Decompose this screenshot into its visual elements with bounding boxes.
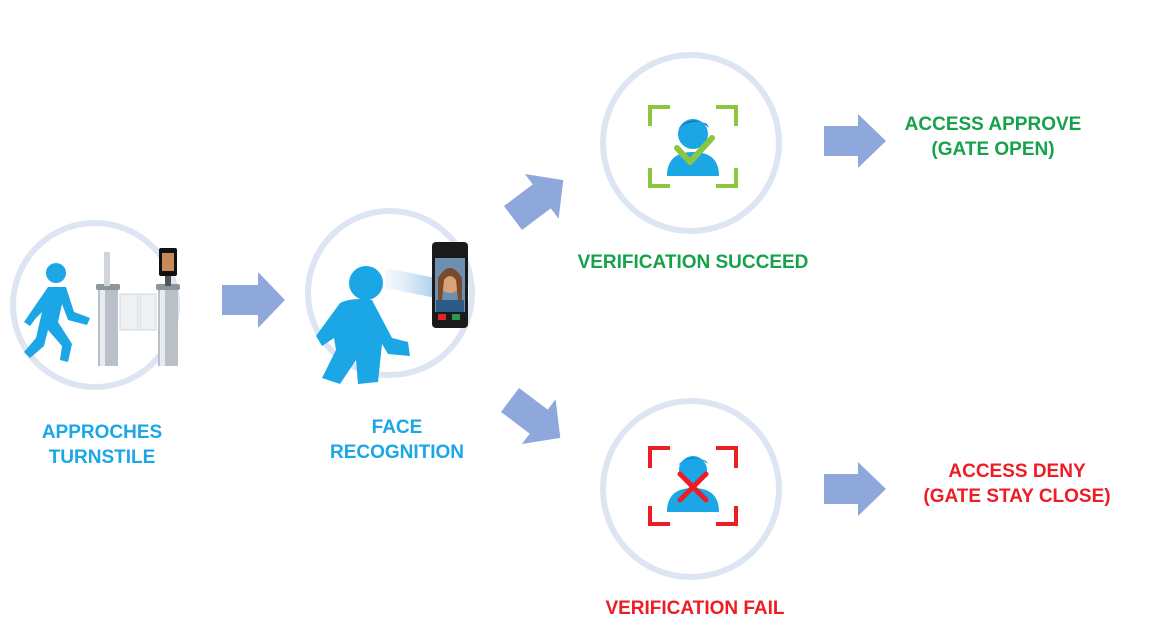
deny-line1: ACCESS DENY <box>948 461 1086 482</box>
arrow-approach-to-face <box>222 272 285 328</box>
success-label-text: VERIFICATION SUCCEED <box>577 252 809 273</box>
rejected-user-icon <box>648 446 738 526</box>
arrow-fail-to-deny <box>824 462 886 516</box>
deny-line2: (GATE STAY CLOSE) <box>923 486 1111 507</box>
verified-user-icon <box>648 105 738 188</box>
arrow-face-to-success <box>503 173 564 230</box>
access-deny-label: ACCESS DENY (GATE STAY CLOSE) <box>912 459 1122 509</box>
turnstile-icon <box>96 248 180 366</box>
approach-label: APPROCHES TURNSTILE <box>22 420 182 470</box>
walking-person-icon <box>24 263 90 362</box>
face-terminal-icon <box>432 242 468 328</box>
approach-label-line1: APPROCHES <box>41 422 163 443</box>
person-icon <box>316 266 410 384</box>
arrow-face-to-fail <box>500 388 561 445</box>
approve-line2: (GATE OPEN) <box>931 139 1055 160</box>
face-recognition-label: FACE RECOGNITION <box>317 415 477 465</box>
approve-line1: ACCESS APPROVE <box>904 114 1082 135</box>
access-approve-label: ACCESS APPROVE (GATE OPEN) <box>898 112 1088 162</box>
verification-succeed-label: VERIFICATION SUCCEED <box>563 250 823 275</box>
scan-beam <box>385 268 436 298</box>
face-label-line1: FACE <box>371 417 423 438</box>
approach-label-line2: TURNSTILE <box>48 447 156 468</box>
verification-fail-label: VERIFICATION FAIL <box>580 596 810 621</box>
fail-label-text: VERIFICATION FAIL <box>605 598 785 619</box>
arrow-success-to-approve <box>824 114 886 168</box>
arrow-icon <box>222 114 886 516</box>
face-label-line2: RECOGNITION <box>329 442 465 463</box>
